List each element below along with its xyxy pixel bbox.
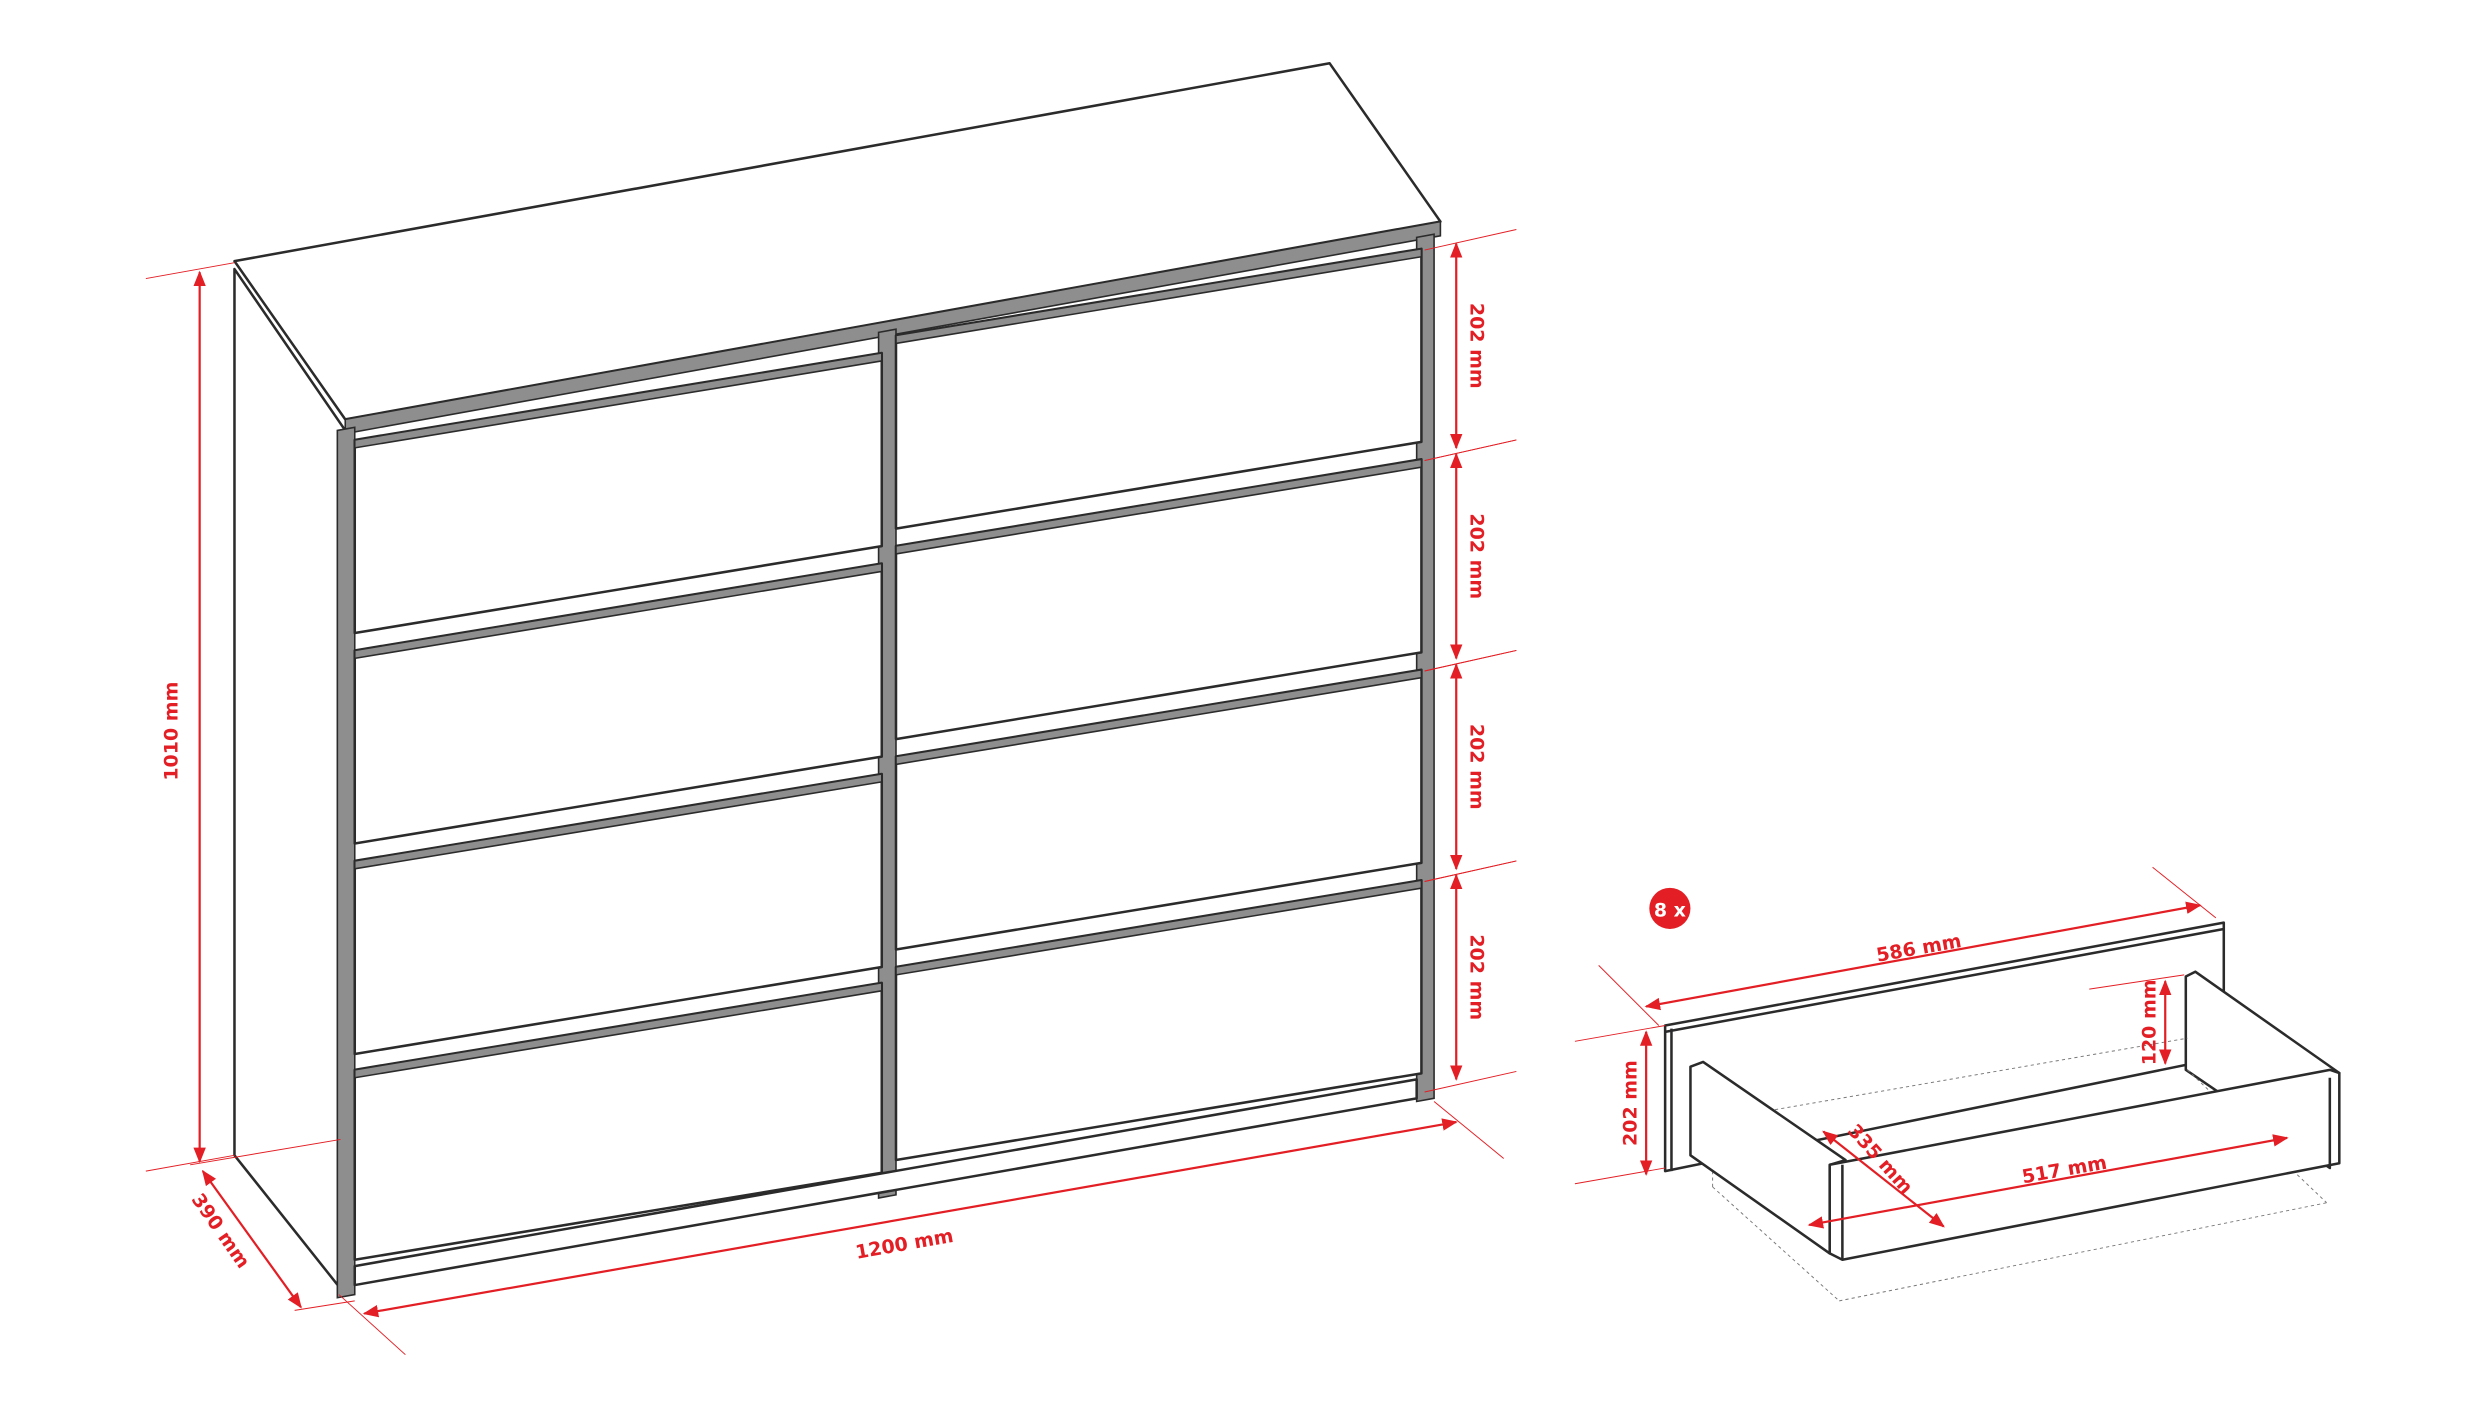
extension-line [1424,229,1517,251]
front-height-label: 202 mm [1620,1060,1642,1146]
drawer-height-label: 202 mm [1465,724,1487,810]
front-width-label: 586 mm [1875,930,1963,967]
extension-line [1424,860,1517,882]
dresser-drawing [233,62,1442,1299]
front-width-dimension-line [1644,901,2202,1011]
depth-dimension-line [201,1169,302,1309]
drawer-top-edge [895,668,1423,766]
drawer-top-edge [895,879,1423,976]
drawer-top-edge [353,562,883,660]
depth-label: 390 mm [187,1190,254,1273]
drawer-top-edge [353,981,883,1079]
box-width-dimension-line [1807,1134,2289,1229]
quantity-badge-label: 8 x [1654,899,1686,921]
drawer-top-edge [353,773,883,870]
extension-line [1424,1070,1517,1093]
extension-line [1424,649,1517,672]
width-label: 1200 mm [854,1225,955,1264]
drawer-detail-drawing: 8 x 586 mm 202 mm 120 mm 335 mm 517 mm [1574,866,2341,1302]
drawer-top-edge [353,352,883,449]
drawer-height-label: 202 mm [1465,303,1487,389]
height-label: 1010 mm [161,682,183,781]
drawer-top-edge [895,247,1423,345]
drawer-height-label: 202 mm [1465,934,1487,1020]
box-height-label: 120 mm [2139,979,2161,1065]
dresser-side-panel [233,267,347,1296]
width-dimension-line [362,1118,1458,1318]
drawer-height-label: 202 mm [1465,513,1487,599]
left-post [336,426,356,1299]
drawer-top-edge [895,458,1423,555]
extension-line [1424,439,1517,461]
